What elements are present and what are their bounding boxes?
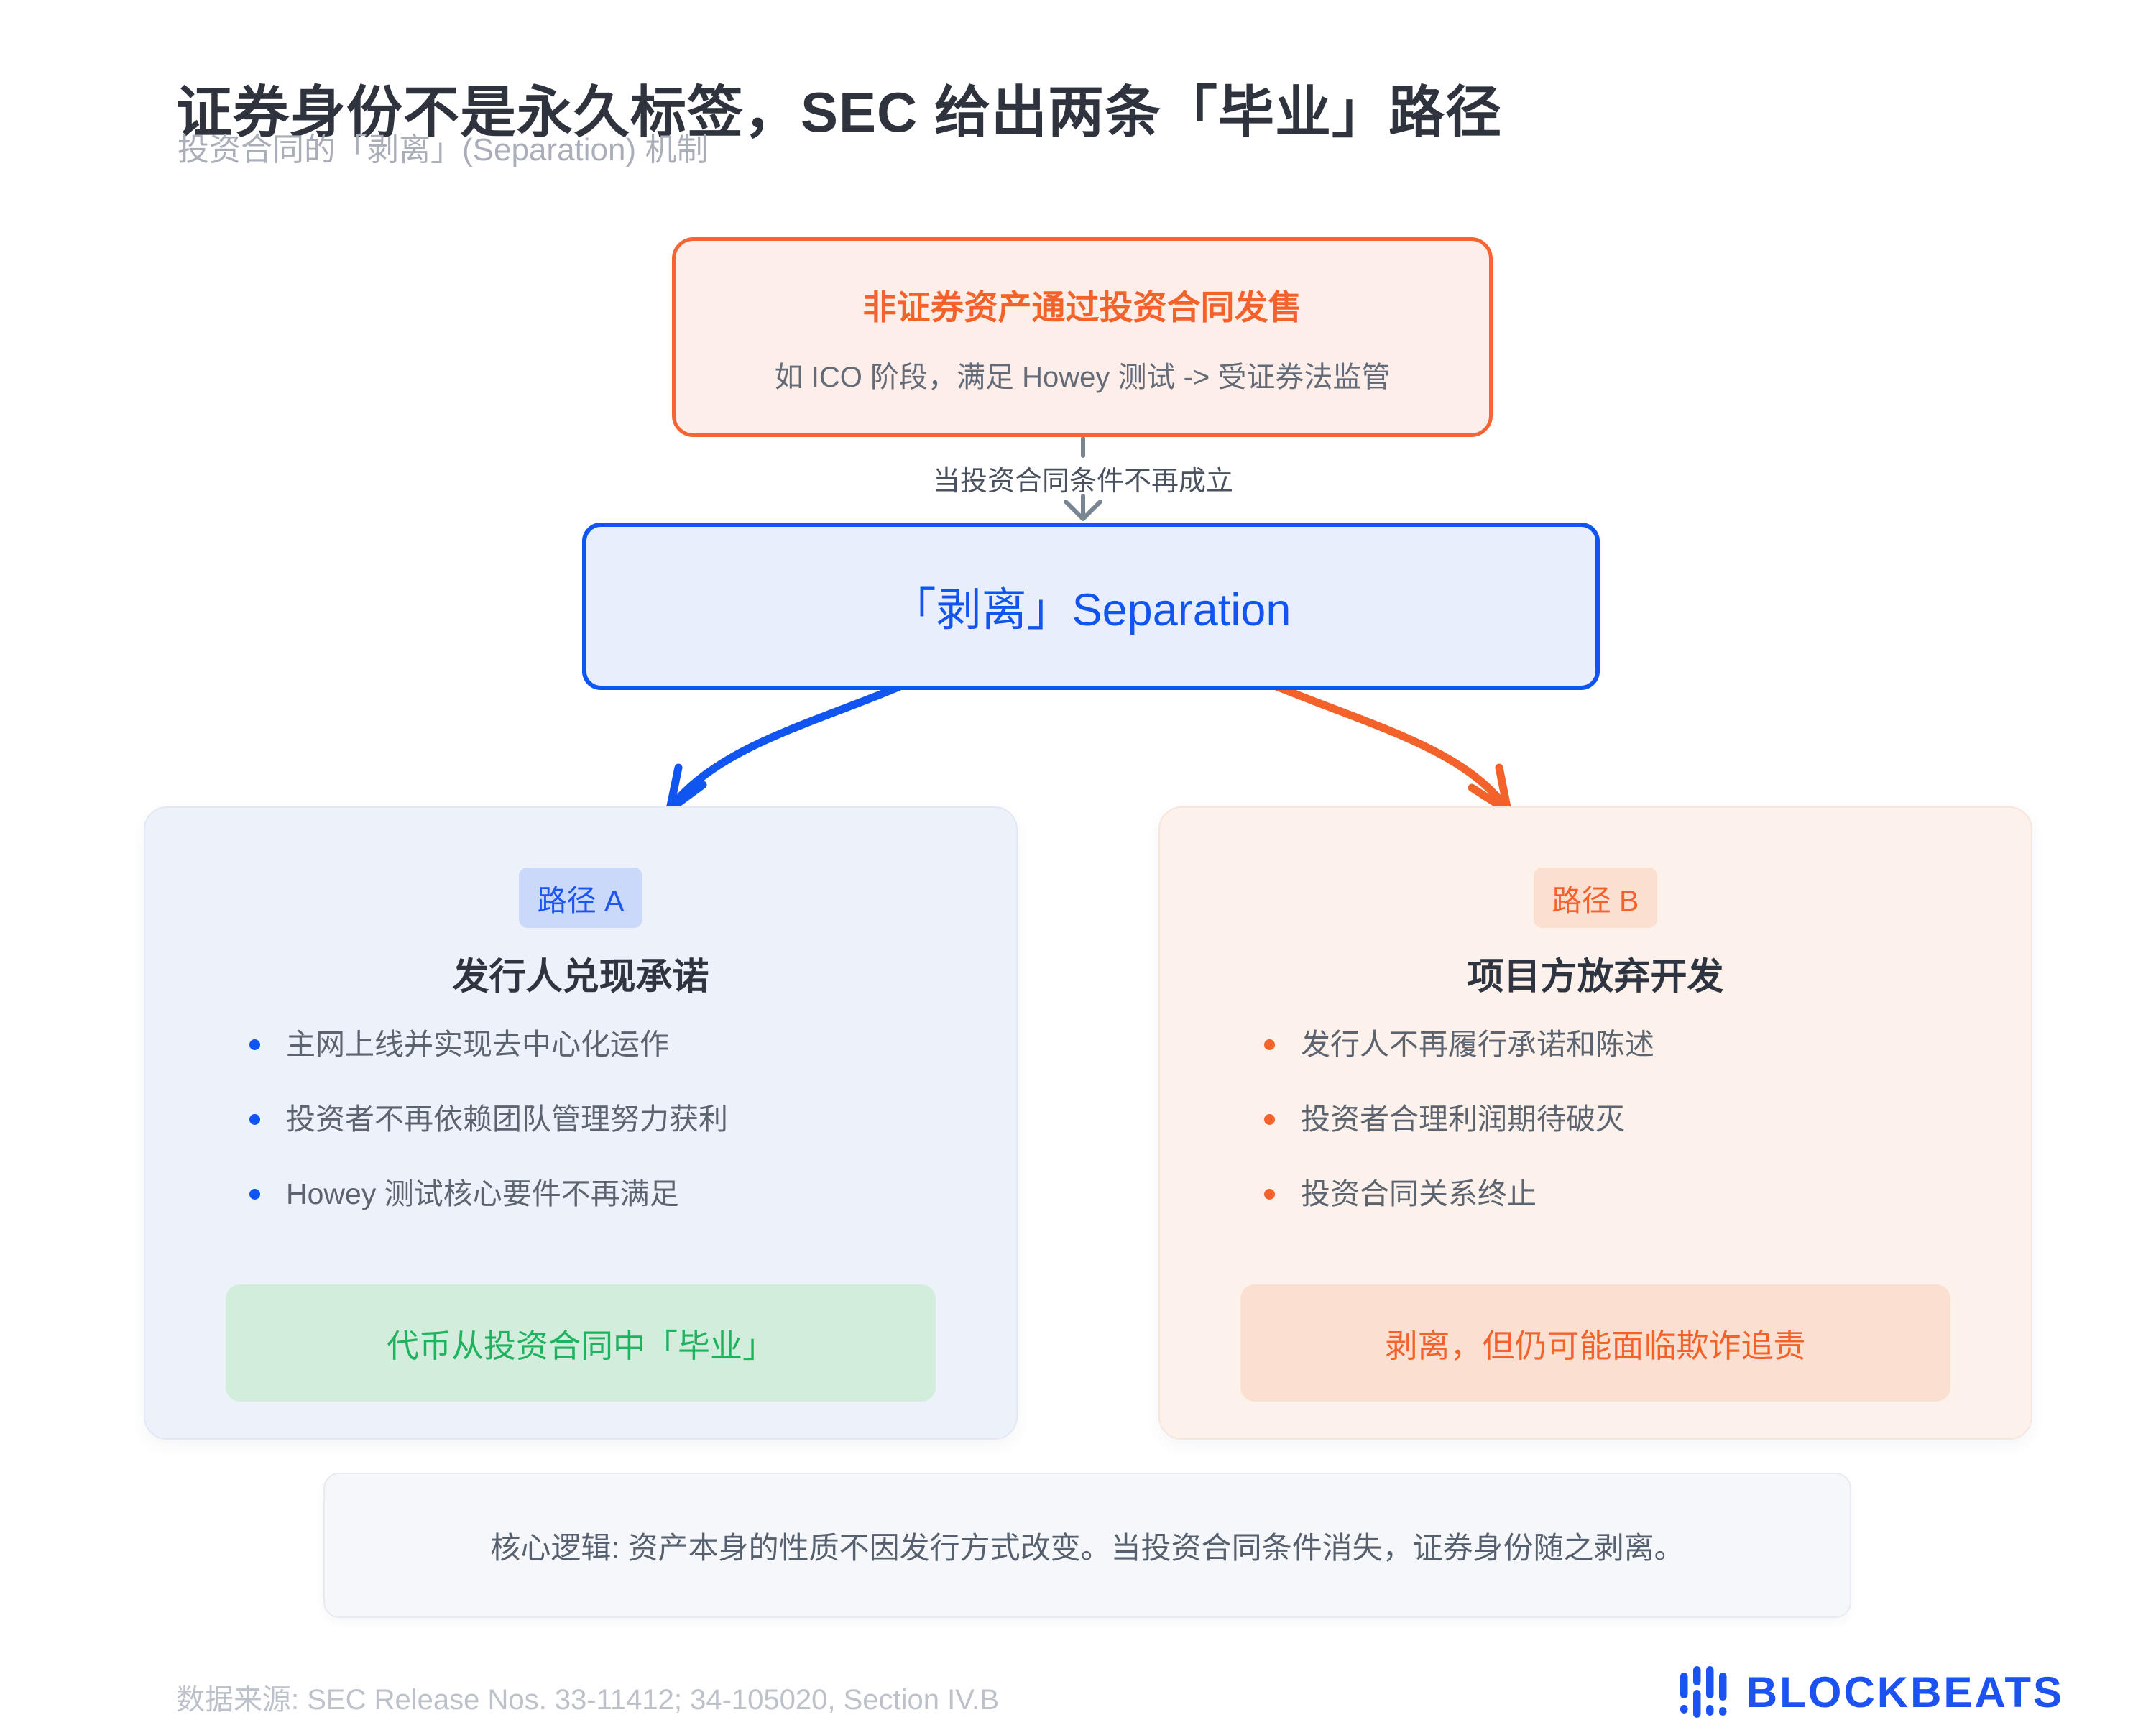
separation-node: 「剥离」Separation [582, 523, 1600, 690]
list-item: 发行人不再履行承诺和陈述 [1264, 1027, 1654, 1062]
list-item: 主网上线并实现去中心化运作 [249, 1027, 728, 1062]
bullet-dot-icon [1264, 1188, 1275, 1200]
path-a-bullet-list: 主网上线并实现去中心化运作 投资者不再依赖团队管理努力获利 Howey 测试核心… [249, 1027, 728, 1211]
path-a-title: 发行人兑现承诺 [452, 956, 709, 997]
top-node: 非证券资产通过投资合同发售 如 ICO 阶段，满足 Howey 测试 -> 受证… [672, 237, 1493, 437]
blockbeats-wordmark: BLOCKBEATS [1746, 1668, 2064, 1716]
path-b-card: 路径 B 项目方放弃开发 发行人不再履行承诺和陈述 投资者合理利润期待破灭 投资… [1158, 806, 2032, 1440]
core-logic-text: 核心逻辑: 资产本身的性质不因发行方式改变。当投资合同条件消失，证券身份随之剥离… [490, 1530, 1685, 1565]
bullet-text: 投资合同关系终止 [1301, 1177, 1537, 1210]
curved-arrow-orange-head-icon [1468, 763, 1512, 815]
curved-arrow-blue [668, 673, 926, 809]
bullet-dot-icon [249, 1113, 260, 1125]
curved-arrow-blue-head-icon [665, 763, 707, 814]
path-b-title: 项目方放弃开发 [1467, 956, 1724, 997]
bullet-dot-icon [249, 1039, 260, 1050]
bullet-text: 主网上线并实现去中心化运作 [286, 1028, 669, 1061]
blockbeats-logo: BLOCKBEATS [1680, 1666, 2064, 1718]
page-title: 证券身份不是永久标签，SEC 给出两条「毕业」路径 [176, 80, 1503, 144]
path-b-badge: 路径 B [1533, 868, 1658, 928]
bullet-text: 投资者合理利润期待破灭 [1301, 1103, 1625, 1136]
path-b-badge-wrap: 路径 B [1160, 868, 2031, 928]
path-a-badge-wrap: 路径 A [145, 868, 1016, 928]
list-item: 投资合同关系终止 [1264, 1177, 1654, 1211]
bullet-dot-icon [1264, 1113, 1275, 1125]
bullet-dot-icon [249, 1188, 260, 1200]
bullet-text: 发行人不再履行承诺和陈述 [1301, 1028, 1654, 1061]
path-b-bullet-list: 发行人不再履行承诺和陈述 投资者合理利润期待破灭 投资合同关系终止 [1264, 1027, 1654, 1211]
down-arrowhead-icon [1064, 500, 1102, 521]
list-item: 投资者合理利润期待破灭 [1264, 1102, 1654, 1136]
path-b-result: 剥离，但仍可能面临欺诈追责 [1240, 1284, 1950, 1402]
top-node-subtitle: 如 ICO 阶段，满足 Howey 测试 -> 受证券法监管 [774, 361, 1391, 393]
page-subtitle: 投资合同的「剥离」(Separation) 机制 [178, 132, 709, 167]
curved-arrow-orange [1250, 673, 1509, 811]
list-item: Howey 测试核心要件不再满足 [249, 1177, 728, 1211]
bullet-text: Howey 测试核心要件不再满足 [286, 1177, 679, 1210]
blockbeats-bars-icon [1680, 1666, 1727, 1718]
top-node-title: 非证券资产通过投资合同发售 [862, 288, 1302, 326]
list-item: 投资者不再依赖团队管理努力获利 [249, 1102, 728, 1136]
separation-label: 「剥离」Separation [890, 585, 1291, 635]
data-source-text: 数据来源: SEC Release Nos. 33-11412; 34-1050… [176, 1684, 1000, 1716]
connector-label: 当投资合同条件不再成立 [932, 466, 1234, 497]
path-a-badge: 路径 A [518, 868, 643, 928]
bullet-text: 投资者不再依赖团队管理努力获利 [286, 1103, 728, 1136]
core-logic-bar: 核心逻辑: 资产本身的性质不因发行方式改变。当投资合同条件消失，证券身份随之剥离… [323, 1473, 1851, 1618]
path-a-result: 代币从投资合同中「毕业」 [226, 1284, 936, 1402]
path-a-card: 路径 A 发行人兑现承诺 主网上线并实现去中心化运作 投资者不再依赖团队管理努力… [144, 806, 1018, 1440]
bullet-dot-icon [1264, 1039, 1275, 1050]
